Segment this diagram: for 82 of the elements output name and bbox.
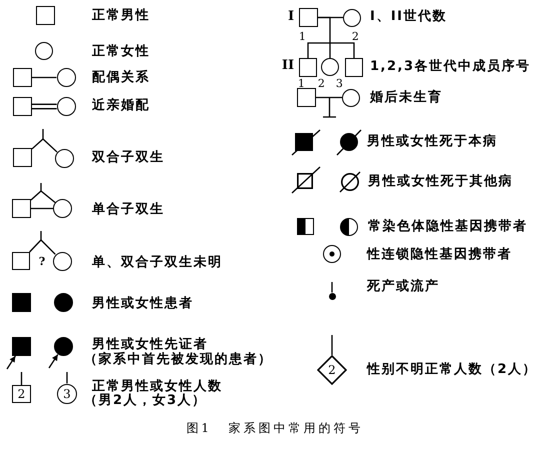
spouse-line: [32, 76, 56, 78]
slashed-filled-circle: [336, 129, 362, 156]
square-symbol: [36, 6, 55, 25]
square-symbol: [13, 148, 32, 167]
circle-symbol: [52, 252, 72, 270]
description-text: 正常男性或女性人数: [92, 379, 222, 394]
description-text: 1,2,3各世代中成员序号: [370, 59, 531, 75]
description-text: 双合子双生: [92, 150, 164, 166]
square-symbol: [12, 252, 30, 270]
square-symbol: [13, 97, 32, 116]
description-text: 单合子双生: [92, 202, 164, 218]
filled-circle: [54, 293, 72, 312]
stem-line: [66, 372, 68, 384]
branch-line: [307, 42, 330, 58]
description-text: 正常男性: [92, 8, 150, 24]
square-symbol: [12, 199, 31, 218]
numbered-square: 2: [12, 385, 31, 403]
numbered-diamond: 2: [317, 355, 347, 385]
circle-symbol: [56, 68, 76, 87]
description-text: 男性或女性死于其他病: [368, 174, 513, 190]
circle-symbol: [54, 149, 74, 168]
half-filled-square: [297, 218, 314, 235]
arrow: [6, 356, 16, 370]
branch-line: [30, 190, 42, 200]
branch-line: [40, 240, 56, 255]
branch-line: [330, 42, 355, 58]
member-number: 2: [318, 78, 325, 90]
generation-numeral: I: [288, 9, 294, 25]
description-text: 常染色体隐性基因携带者: [368, 219, 528, 235]
description-text: 性连锁隐性基因携带者: [367, 247, 512, 263]
description-text: 男性或女性死于本病: [367, 134, 498, 150]
square-symbol: [297, 88, 316, 107]
description-text: 性别不明正常人数（2人）: [367, 362, 538, 378]
description-text: 死产或流产: [367, 279, 440, 295]
spouse-line: [316, 96, 342, 98]
description-text: 单、双合子双生未明: [92, 255, 222, 271]
member-number: 2: [352, 31, 359, 44]
circle-symbol: [56, 97, 76, 116]
slashed-circle: [339, 171, 361, 193]
stem-line: [20, 372, 22, 385]
square-symbol: [13, 68, 32, 87]
description-text: 男性或女性患者: [92, 296, 194, 312]
description-text: 近亲婚配: [92, 98, 150, 114]
slashed-square: [291, 166, 321, 194]
member-number: 1: [298, 78, 305, 90]
branch-line: [329, 42, 331, 58]
numbered-circle: 3: [57, 384, 77, 404]
small-dot: [328, 292, 336, 300]
branch-line: [40, 190, 56, 203]
slashed-filled-square: [291, 129, 321, 156]
member-number: 1: [298, 31, 306, 44]
description-text: 正常女性: [92, 44, 150, 60]
circle-symbol: [342, 88, 360, 106]
description-text: 配偶关系: [92, 70, 150, 86]
branch-line: [42, 138, 58, 153]
description-text: 男性或女性先证者: [92, 337, 208, 352]
filled-square: [12, 293, 31, 312]
description-text: 婚后未生育: [370, 90, 442, 106]
stem-line: [40, 231, 42, 240]
description-text: （家系中首先被发现的患者）: [84, 352, 272, 368]
question-mark: ?: [38, 254, 46, 270]
branch-line: [32, 138, 44, 150]
half-filled-circle: [340, 218, 358, 236]
dotted-circle: [323, 245, 341, 263]
description-text: I、II世代数: [370, 9, 448, 25]
branch-line: [29, 240, 42, 252]
filled-circle: [54, 337, 72, 356]
description-text: （男2人，女3人）: [84, 393, 207, 409]
spouse-line: [318, 16, 343, 18]
circle-symbol: [53, 199, 72, 218]
stem-line: [40, 183, 42, 191]
double-line: [31, 104, 58, 110]
circle-symbol: [35, 42, 53, 60]
generation-numeral: II: [282, 58, 294, 74]
stem-line: [331, 282, 333, 292]
filled-square: [12, 337, 31, 356]
member-number: 3: [336, 78, 343, 90]
connecting-line: [31, 208, 53, 210]
arrow: [48, 354, 58, 368]
stem-line: [42, 129, 44, 139]
figure-caption: 图1 家系图中常用的符号: [186, 420, 364, 436]
stem-line: [331, 335, 333, 355]
